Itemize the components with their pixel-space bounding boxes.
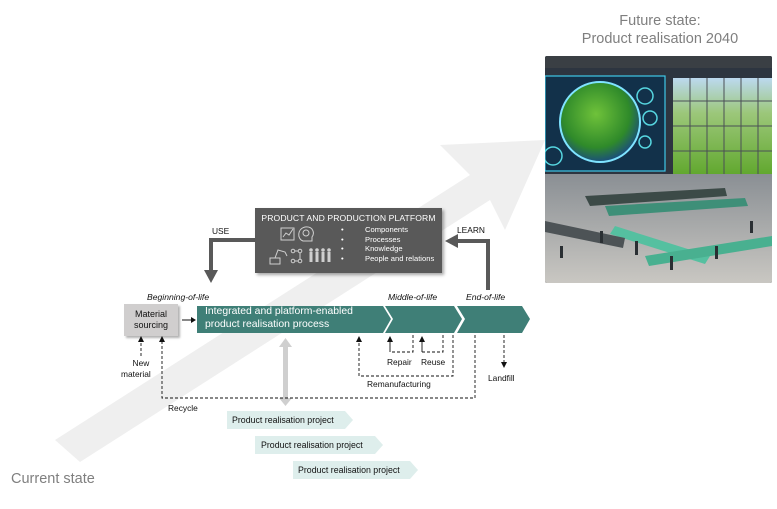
product-production-platform: PRODUCT AND PRODUCTION PLATFORM Componen… (255, 208, 442, 273)
platform-item: People and relations (341, 254, 434, 264)
beginning-of-life-label: Beginning-of-life (147, 292, 210, 302)
current-state-label: Current state (11, 471, 95, 487)
process-label-line2: product realisation process (205, 318, 330, 330)
new-material-line1: New (132, 358, 150, 368)
middle-of-life-label: Middle-of-life (388, 292, 438, 302)
future-factory-image (545, 56, 772, 283)
project-label: Product realisation project (298, 465, 400, 475)
new-material-line2: material (121, 369, 151, 379)
platform-icons (269, 226, 331, 265)
project-label: Product realisation project (261, 440, 363, 450)
reuse-label: Reuse (421, 357, 446, 367)
project-chevron-1 (227, 411, 353, 429)
brain-icon (298, 226, 314, 242)
platform-item: Components (341, 225, 434, 235)
process-label: Integrated and platform-enabled product … (205, 306, 353, 331)
project-chevron-3 (293, 461, 418, 479)
project-link-arrow (279, 338, 292, 406)
middle-of-life-chevron (385, 306, 462, 333)
material-to-process-arrow (182, 317, 196, 323)
platform-item: Processes (341, 235, 434, 245)
repair-label: Repair (387, 357, 412, 367)
remanufacturing-label: Remanufacturing (367, 379, 431, 389)
recycle-label: Recycle (168, 403, 198, 413)
platform-item-list: Components Processes Knowledge People an… (341, 225, 434, 263)
end-of-life-chevron (457, 306, 530, 333)
process-chevron (197, 306, 391, 333)
people-icon (309, 248, 331, 262)
flow-icon (290, 248, 303, 264)
learn-arrow (445, 234, 490, 290)
platform-title: PRODUCT AND PRODUCTION PLATFORM (261, 213, 436, 223)
robot-arm-icon (269, 249, 288, 265)
platform-item: Knowledge (341, 244, 434, 254)
landfill-label: Landfill (488, 373, 515, 383)
use-arrow (204, 238, 255, 283)
end-of-life-label: End-of-life (466, 292, 506, 302)
future-state-line1: Future state: (619, 13, 701, 29)
project-chevron-2 (255, 436, 383, 454)
process-label-line1: Integrated and platform-enabled (205, 306, 353, 317)
use-label: USE (212, 226, 230, 236)
new-material-label: New material (121, 358, 151, 380)
future-state-title: Future state: Product realisation 2040 (560, 12, 760, 48)
future-state-line2: Product realisation 2040 (581, 31, 739, 47)
learn-label: LEARN (457, 225, 485, 235)
project-label: Product realisation project (232, 415, 334, 425)
chart-icon (280, 227, 295, 241)
material-sourcing-box: Material sourcing (124, 304, 178, 336)
